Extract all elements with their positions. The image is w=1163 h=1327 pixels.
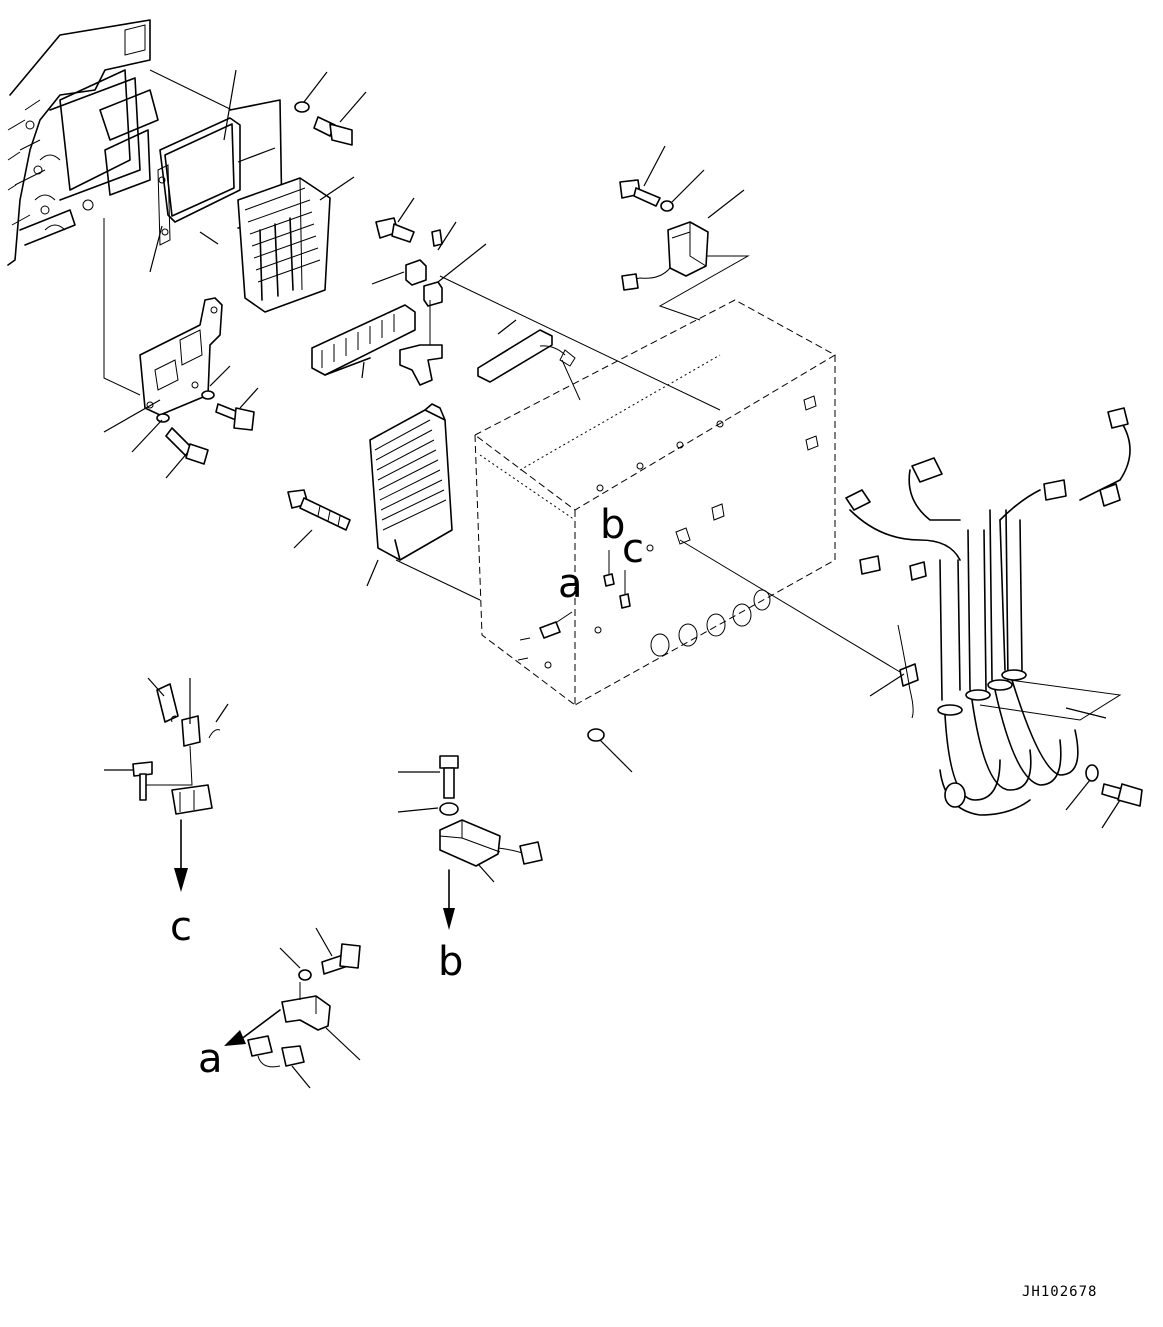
detail-b-assembly xyxy=(439,819,543,930)
relay-mounting-bracket xyxy=(139,297,223,416)
callout-a-label: a xyxy=(558,561,583,607)
callout-c-label: c xyxy=(622,526,644,572)
drawing-number: JH102678 xyxy=(1022,1284,1097,1300)
main-electrical-box xyxy=(474,299,837,706)
bracket-with-wire xyxy=(621,221,709,291)
relays xyxy=(399,229,443,386)
leader-lines xyxy=(103,69,1121,1089)
detail-a-label: a xyxy=(198,1036,223,1082)
heat-sink-controller xyxy=(369,403,453,561)
detail-c-assembly xyxy=(145,683,221,892)
hardware-bolts xyxy=(132,101,1143,981)
fuse-box xyxy=(311,304,416,376)
callout-b-label: b xyxy=(600,502,625,548)
electronic-control-unit xyxy=(237,177,331,313)
frame-panel xyxy=(7,19,159,266)
detail-a-assembly xyxy=(224,982,331,1068)
detail-c-label: c xyxy=(170,904,192,950)
wiring-harness xyxy=(845,407,1131,816)
resistor-bar xyxy=(477,329,576,383)
assembly-lines xyxy=(103,69,901,673)
detail-b-label: b xyxy=(438,939,463,985)
callout-labels: a b c c b a xyxy=(170,502,644,1082)
